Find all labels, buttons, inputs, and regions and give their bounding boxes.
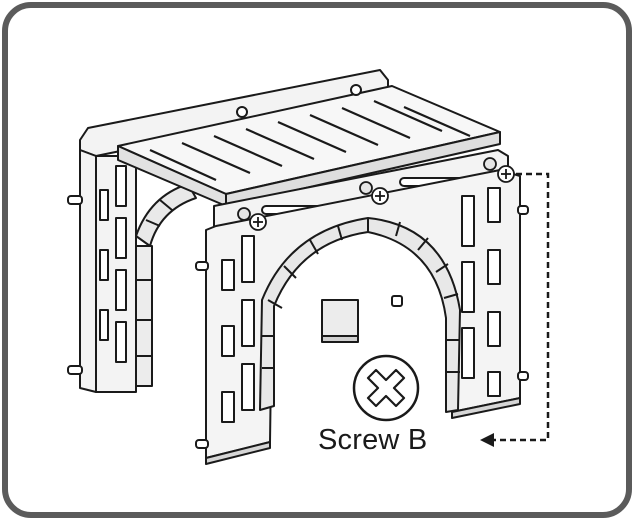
- arrow-left-icon: [480, 433, 494, 447]
- phillips-screw-icon: [352, 354, 420, 422]
- screw-right-icon: [483, 157, 515, 183]
- screw-middle-icon: [359, 181, 389, 205]
- back-wall-panel: [67, 69, 389, 393]
- roof-deck-panel: [117, 84, 501, 207]
- screw-left-icon: [237, 207, 267, 231]
- front-wall-panel: [195, 149, 529, 465]
- callout-arrow: [480, 172, 550, 447]
- front-rail-screws: [237, 157, 515, 231]
- screw-b-label: Screw B: [318, 424, 428, 456]
